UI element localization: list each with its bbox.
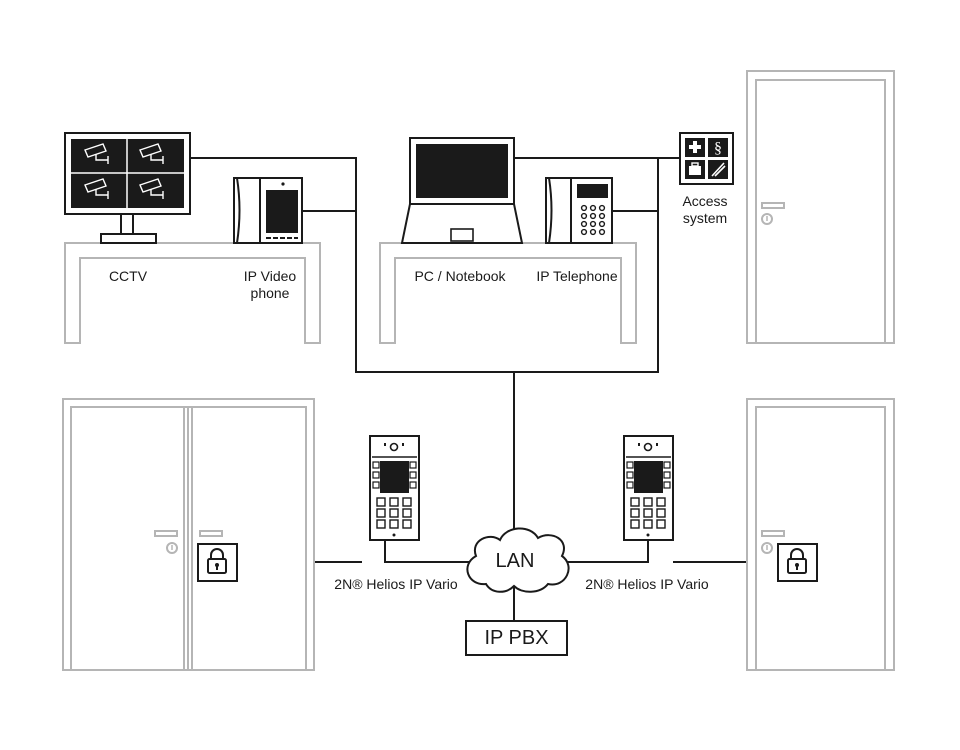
helios-intercom-right bbox=[623, 435, 674, 541]
camera-icon bbox=[84, 178, 109, 199]
camera-icon bbox=[139, 143, 164, 164]
padlock-icon bbox=[787, 548, 807, 574]
helios-left-label: 2N® Helios IP Vario bbox=[334, 576, 458, 592]
cctv-label: CCTV bbox=[108, 268, 148, 284]
camera-icon bbox=[84, 143, 109, 164]
helios-intercom-left bbox=[369, 435, 420, 541]
camera-icon bbox=[139, 178, 164, 199]
ip-video-phone bbox=[233, 177, 303, 244]
section-sign-icon: § bbox=[714, 140, 722, 157]
ip-pbx-box bbox=[465, 620, 568, 656]
electric-lock-left bbox=[197, 543, 238, 582]
keypad bbox=[580, 204, 606, 236]
wire-lan-right-helios bbox=[557, 541, 649, 563]
pc-notebook-label: PC / Notebook bbox=[414, 268, 506, 284]
access-system-panel: § bbox=[679, 132, 734, 185]
access-system-label-line2: system bbox=[682, 210, 728, 226]
ip-telephone-label: IP Telephone bbox=[536, 268, 618, 284]
wire-top-bus bbox=[190, 157, 680, 373]
table-left bbox=[64, 242, 321, 344]
access-system-label-line1: Access bbox=[682, 193, 728, 209]
ip-pbx-label: IP PBX bbox=[484, 627, 549, 649]
door-top-right bbox=[746, 70, 895, 344]
ip-telephone bbox=[545, 177, 613, 244]
ip-video-phone-label-line1: IP Video bbox=[243, 268, 297, 284]
ip-video-phone-label-line2: phone bbox=[250, 285, 290, 301]
door-bottom-right bbox=[746, 398, 895, 671]
cctv-monitor bbox=[64, 132, 191, 244]
table-right bbox=[379, 242, 637, 344]
wire-lan-left-helios bbox=[384, 541, 472, 563]
tools-icon bbox=[711, 162, 726, 177]
padlock-icon bbox=[207, 548, 227, 574]
briefcase-icon bbox=[689, 162, 701, 175]
double-door-left bbox=[62, 398, 315, 671]
lan-label: LAN bbox=[495, 550, 535, 572]
helios-right-label: 2N® Helios IP Vario bbox=[585, 576, 709, 592]
plus-cross-icon bbox=[689, 141, 701, 153]
electric-lock-right bbox=[777, 543, 818, 582]
lan-cloud bbox=[466, 527, 570, 593]
notebook bbox=[400, 137, 524, 244]
